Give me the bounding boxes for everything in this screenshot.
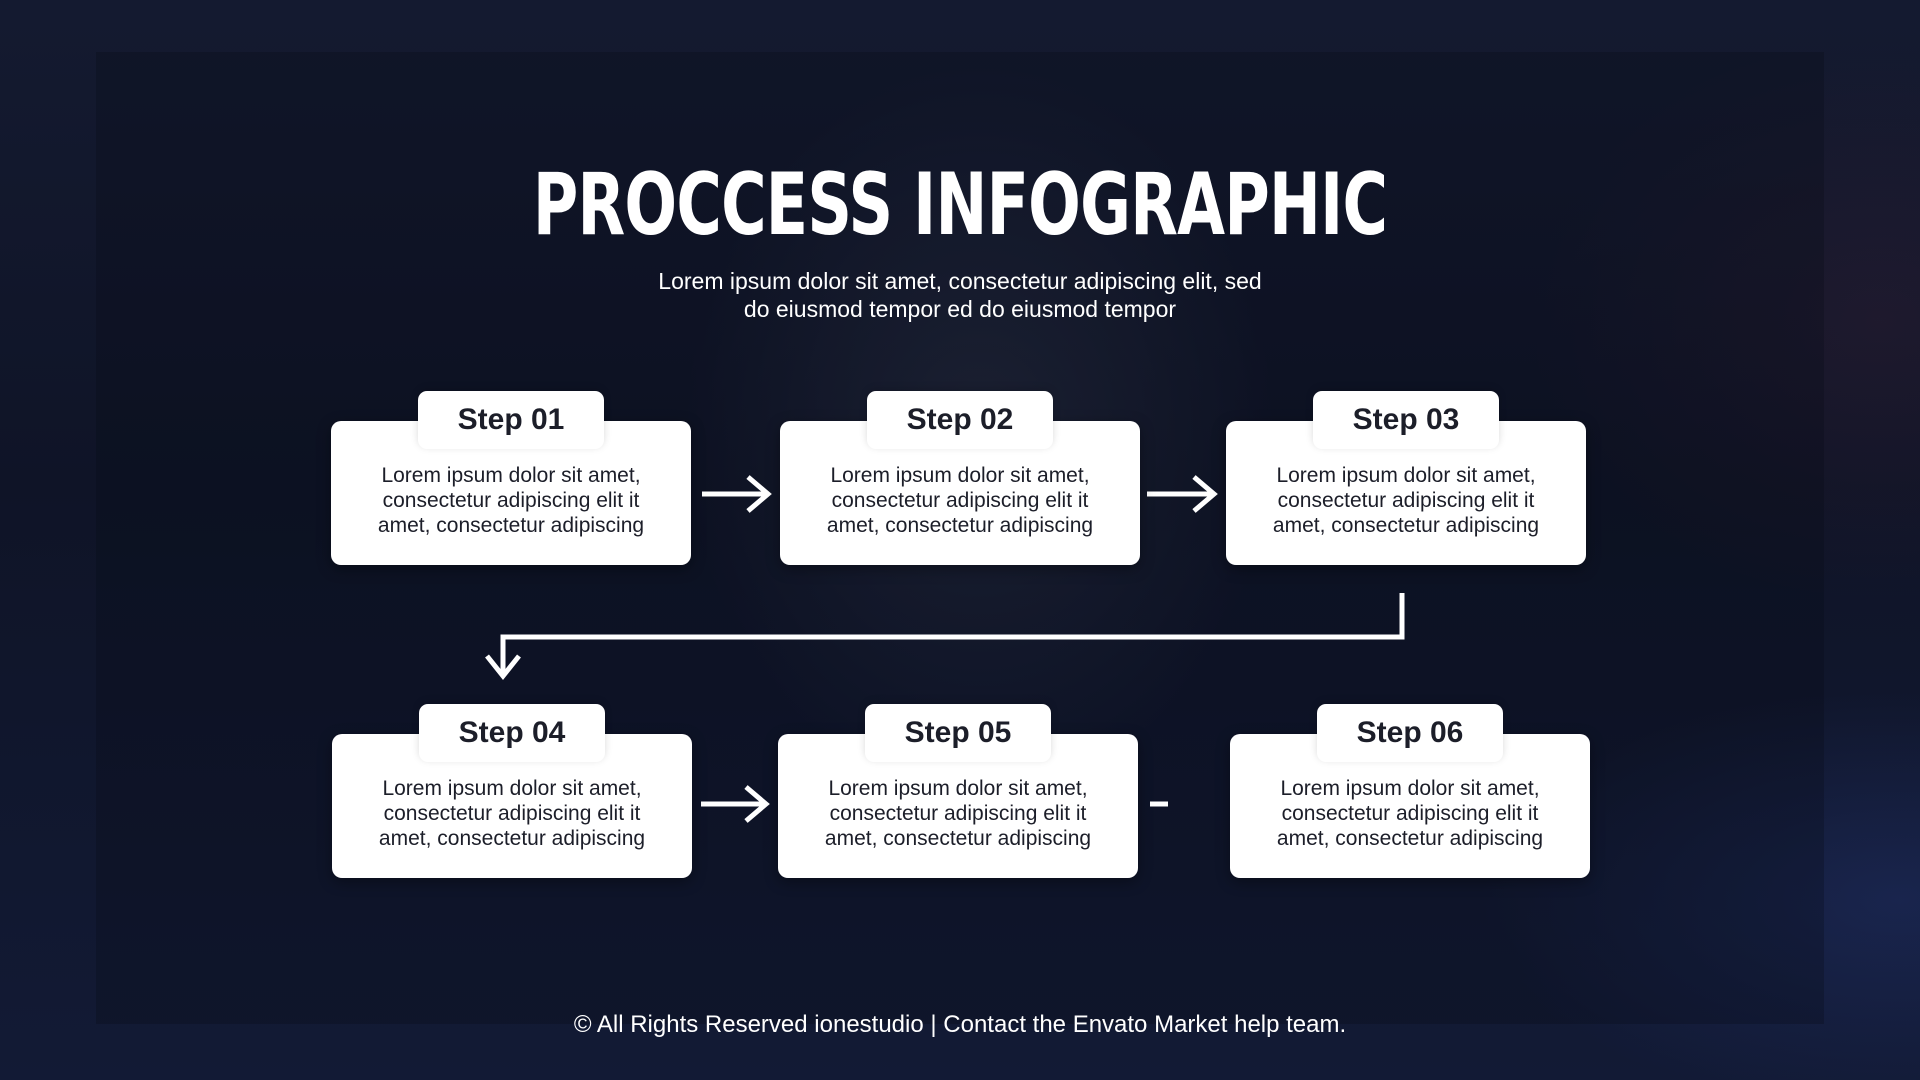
step-description: Lorem ipsum dolor sit amet, consectetur … xyxy=(798,776,1118,851)
step-description-line: Lorem ipsum dolor sit amet, xyxy=(382,777,642,800)
step-card-05: Step 05 Lorem ipsum dolor sit amet, cons… xyxy=(778,704,1138,878)
step-description-line: consectetur adipiscing elit it xyxy=(829,802,1087,825)
step-description-line: amet, consectetur adipiscing xyxy=(377,514,645,537)
step-description-line: amet, consectetur adipiscing xyxy=(1272,514,1540,537)
step-label: Step 03 xyxy=(1313,391,1499,449)
step-description-line: consectetur adipiscing elit it xyxy=(382,489,640,512)
step-description-line: consectetur adipiscing elit it xyxy=(1281,802,1539,825)
step-description-line: consectetur adipiscing elit it xyxy=(383,802,641,825)
step-description: Lorem ipsum dolor sit amet, consectetur … xyxy=(1246,463,1566,538)
step-description-line: Lorem ipsum dolor sit amet, xyxy=(1280,777,1540,800)
step-label: Step 05 xyxy=(865,704,1051,762)
step-label: Step 06 xyxy=(1317,704,1503,762)
step-description-line: Lorem ipsum dolor sit amet, xyxy=(1276,464,1536,487)
subtitle: Lorem ipsum dolor sit amet, consectetur … xyxy=(560,267,1360,323)
step-label: Step 04 xyxy=(419,704,605,762)
step-description-line: amet, consectetur adipiscing xyxy=(826,514,1094,537)
step-description-line: amet, consectetur adipiscing xyxy=(378,827,646,850)
step-description-line: consectetur adipiscing elit it xyxy=(831,489,1089,512)
step-card-02: Step 02 Lorem ipsum dolor sit amet, cons… xyxy=(780,391,1140,565)
arrow-step-01-to-02 xyxy=(702,475,772,513)
footer-copyright: © All Rights Reserved ionestudio | Conta… xyxy=(573,1011,1347,1038)
step-card-06: Step 06 Lorem ipsum dolor sit amet, cons… xyxy=(1230,704,1590,878)
step-label: Step 01 xyxy=(418,391,604,449)
page-title: PROCCESS INFOGRAPHIC xyxy=(532,155,1388,255)
step-card-01: Step 01 Lorem ipsum dolor sit amet, cons… xyxy=(331,391,691,565)
arrow-step-03-to-04 xyxy=(485,593,1405,681)
step-description-line: amet, consectetur adipiscing xyxy=(1276,827,1544,850)
step-description-line: consectetur adipiscing elit it xyxy=(1277,489,1535,512)
step-card-04: Step 04 Lorem ipsum dolor sit amet, cons… xyxy=(332,704,692,878)
subtitle-line-1: Lorem ipsum dolor sit amet, consectetur … xyxy=(658,268,1262,294)
arrow-step-02-to-03 xyxy=(1147,475,1218,513)
step-card-03: Step 03 Lorem ipsum dolor sit amet, cons… xyxy=(1226,391,1586,565)
step-description: Lorem ipsum dolor sit amet, consectetur … xyxy=(800,463,1120,538)
step-description: Lorem ipsum dolor sit amet, consectetur … xyxy=(351,463,671,538)
step-description-line: Lorem ipsum dolor sit amet, xyxy=(828,777,1088,800)
arrow-step-04-to-05 xyxy=(701,785,770,823)
step-label: Step 02 xyxy=(867,391,1053,449)
step-description: Lorem ipsum dolor sit amet, consectetur … xyxy=(352,776,672,851)
step-description-line: Lorem ipsum dolor sit amet, xyxy=(381,464,641,487)
step-description: Lorem ipsum dolor sit amet, consectetur … xyxy=(1250,776,1570,851)
subtitle-line-2: do eiusmod tempor ed do eiusmod tempor xyxy=(743,296,1177,322)
step-description-line: Lorem ipsum dolor sit amet, xyxy=(830,464,1090,487)
step-description-line: amet, consectetur adipiscing xyxy=(824,827,1092,850)
